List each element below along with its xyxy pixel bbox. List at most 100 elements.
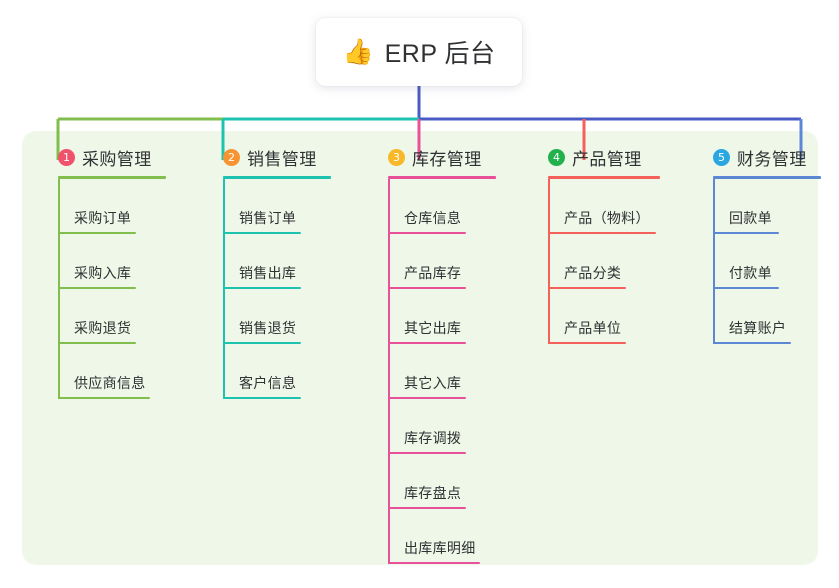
branch-item[interactable]: 销售出库: [205, 234, 365, 289]
branch-spine-4: [548, 179, 550, 344]
branch-item-underline: [223, 287, 301, 289]
branch-header-4[interactable]: 4 产品管理: [530, 145, 690, 169]
branch-column-5: 5 财务管理回款单付款单结算账户: [695, 145, 839, 344]
branch-item-underline: [58, 342, 136, 344]
branch-item-label: 采购入库: [74, 265, 132, 281]
branch-item[interactable]: 产品分类: [530, 234, 690, 289]
branch-item-label: 产品单位: [564, 320, 622, 336]
branch-item-label: 采购订单: [74, 210, 132, 226]
branch-badge-1: 1: [58, 148, 75, 166]
branch-item-underline: [223, 342, 301, 344]
branch-item-label: 回款单: [729, 210, 772, 226]
branch-item[interactable]: 采购入库: [40, 234, 200, 289]
branch-item-label: 结算账户: [729, 320, 787, 336]
branch-underline-2: [223, 176, 331, 179]
branch-item[interactable]: 仓库信息: [370, 179, 530, 234]
thumbs-up-icon: 👍: [342, 37, 374, 66]
branch-item-underline: [388, 287, 466, 289]
branch-item-label: 产品分类: [564, 265, 622, 281]
branch-item-underline: [223, 232, 301, 234]
branch-item[interactable]: 采购退货: [40, 289, 200, 344]
branch-label-2: 销售管理: [247, 149, 317, 169]
branch-item-underline: [548, 232, 656, 234]
branch-item-underline: [223, 397, 301, 399]
branch-item-label: 采购退货: [74, 320, 132, 336]
branch-item[interactable]: 产品单位: [530, 289, 690, 344]
branch-item[interactable]: 其它入库: [370, 344, 530, 399]
branch-item[interactable]: 销售退货: [205, 289, 365, 344]
branch-item-label: 客户信息: [239, 375, 297, 391]
branch-item[interactable]: 回款单: [695, 179, 839, 234]
branch-item-label: 销售出库: [239, 265, 297, 281]
branch-item[interactable]: 库存调拨: [370, 399, 530, 454]
branch-item-underline: [388, 562, 480, 564]
branch-item[interactable]: 产品库存: [370, 234, 530, 289]
branch-item-underline: [388, 397, 466, 399]
branch-item-label: 供应商信息: [74, 375, 146, 391]
branch-item-underline: [388, 507, 466, 509]
branch-spine-2: [223, 179, 225, 399]
branch-item-underline: [388, 232, 466, 234]
branch-header-5[interactable]: 5 财务管理: [695, 145, 839, 169]
branch-item-label: 销售订单: [239, 210, 297, 226]
branch-item-label: 其它入库: [404, 375, 462, 391]
branch-item[interactable]: 其它出库: [370, 289, 530, 344]
branch-item[interactable]: 结算账户: [695, 289, 839, 344]
branch-header-3[interactable]: 3 库存管理: [370, 145, 530, 169]
branch-item-underline: [548, 342, 626, 344]
branch-item[interactable]: 付款单: [695, 234, 839, 289]
branch-item-underline: [388, 452, 466, 454]
branch-item[interactable]: 客户信息: [205, 344, 365, 399]
branch-item-underline: [58, 232, 136, 234]
branch-spine-3: [388, 179, 390, 564]
root-node[interactable]: 👍 ERP 后台: [316, 18, 522, 86]
branch-label-4: 产品管理: [572, 149, 642, 169]
branch-item-underline: [58, 287, 136, 289]
branch-item-label: 出库库明细: [404, 540, 476, 556]
branch-item[interactable]: 产品（物料）: [530, 179, 690, 234]
branch-item-label: 库存盘点: [404, 485, 462, 501]
branch-item-underline: [388, 342, 466, 344]
branch-underline-1: [58, 176, 166, 179]
branch-column-4: 4 产品管理产品（物料） 产品分类产品单位: [530, 145, 690, 344]
branch-item[interactable]: 采购订单: [40, 179, 200, 234]
branch-item-underline: [58, 397, 150, 399]
branch-children-5: 回款单付款单结算账户: [695, 179, 839, 344]
root-node-title: ERP 后台: [384, 40, 496, 68]
branch-children-1: 采购订单采购入库采购退货供应商信息: [40, 179, 200, 399]
branch-label-3: 库存管理: [412, 149, 482, 169]
branch-item-label: 产品（物料）: [564, 210, 650, 226]
branch-item-underline: [713, 232, 779, 234]
branch-item-underline: [713, 342, 791, 344]
root-node-content: 👍 ERP 后台: [342, 34, 495, 70]
branch-spine-5: [713, 179, 715, 344]
branch-underline-5: [713, 176, 821, 179]
branch-item-label: 销售退货: [239, 320, 297, 336]
branch-children-3: 仓库信息产品库存其它出库其它入库库存调拨库存盘点出库库明细: [370, 179, 530, 564]
branch-item[interactable]: 销售订单: [205, 179, 365, 234]
branch-item[interactable]: 出库库明细: [370, 509, 530, 564]
branch-children-2: 销售订单销售出库销售退货客户信息: [205, 179, 365, 399]
branch-label-5: 财务管理: [737, 149, 807, 169]
branch-item[interactable]: 库存盘点: [370, 454, 530, 509]
branch-item-label: 仓库信息: [404, 210, 462, 226]
branch-badge-3: 3: [388, 148, 405, 166]
branch-item-underline: [713, 287, 779, 289]
branch-item-label: 付款单: [729, 265, 772, 281]
branch-column-3: 3 库存管理仓库信息产品库存其它出库其它入库库存调拨库存盘点出库库明细: [370, 145, 530, 564]
branch-item-underline: [548, 287, 626, 289]
branch-item-label: 产品库存: [404, 265, 462, 281]
branch-item-label: 其它出库: [404, 320, 462, 336]
branch-badge-4: 4: [548, 148, 565, 166]
branch-badge-5: 5: [713, 148, 730, 166]
branch-children-4: 产品（物料） 产品分类产品单位: [530, 179, 690, 344]
branch-item[interactable]: 供应商信息: [40, 344, 200, 399]
branch-underline-3: [388, 176, 496, 179]
branch-spine-1: [58, 179, 60, 399]
branches-panel: [22, 131, 818, 565]
